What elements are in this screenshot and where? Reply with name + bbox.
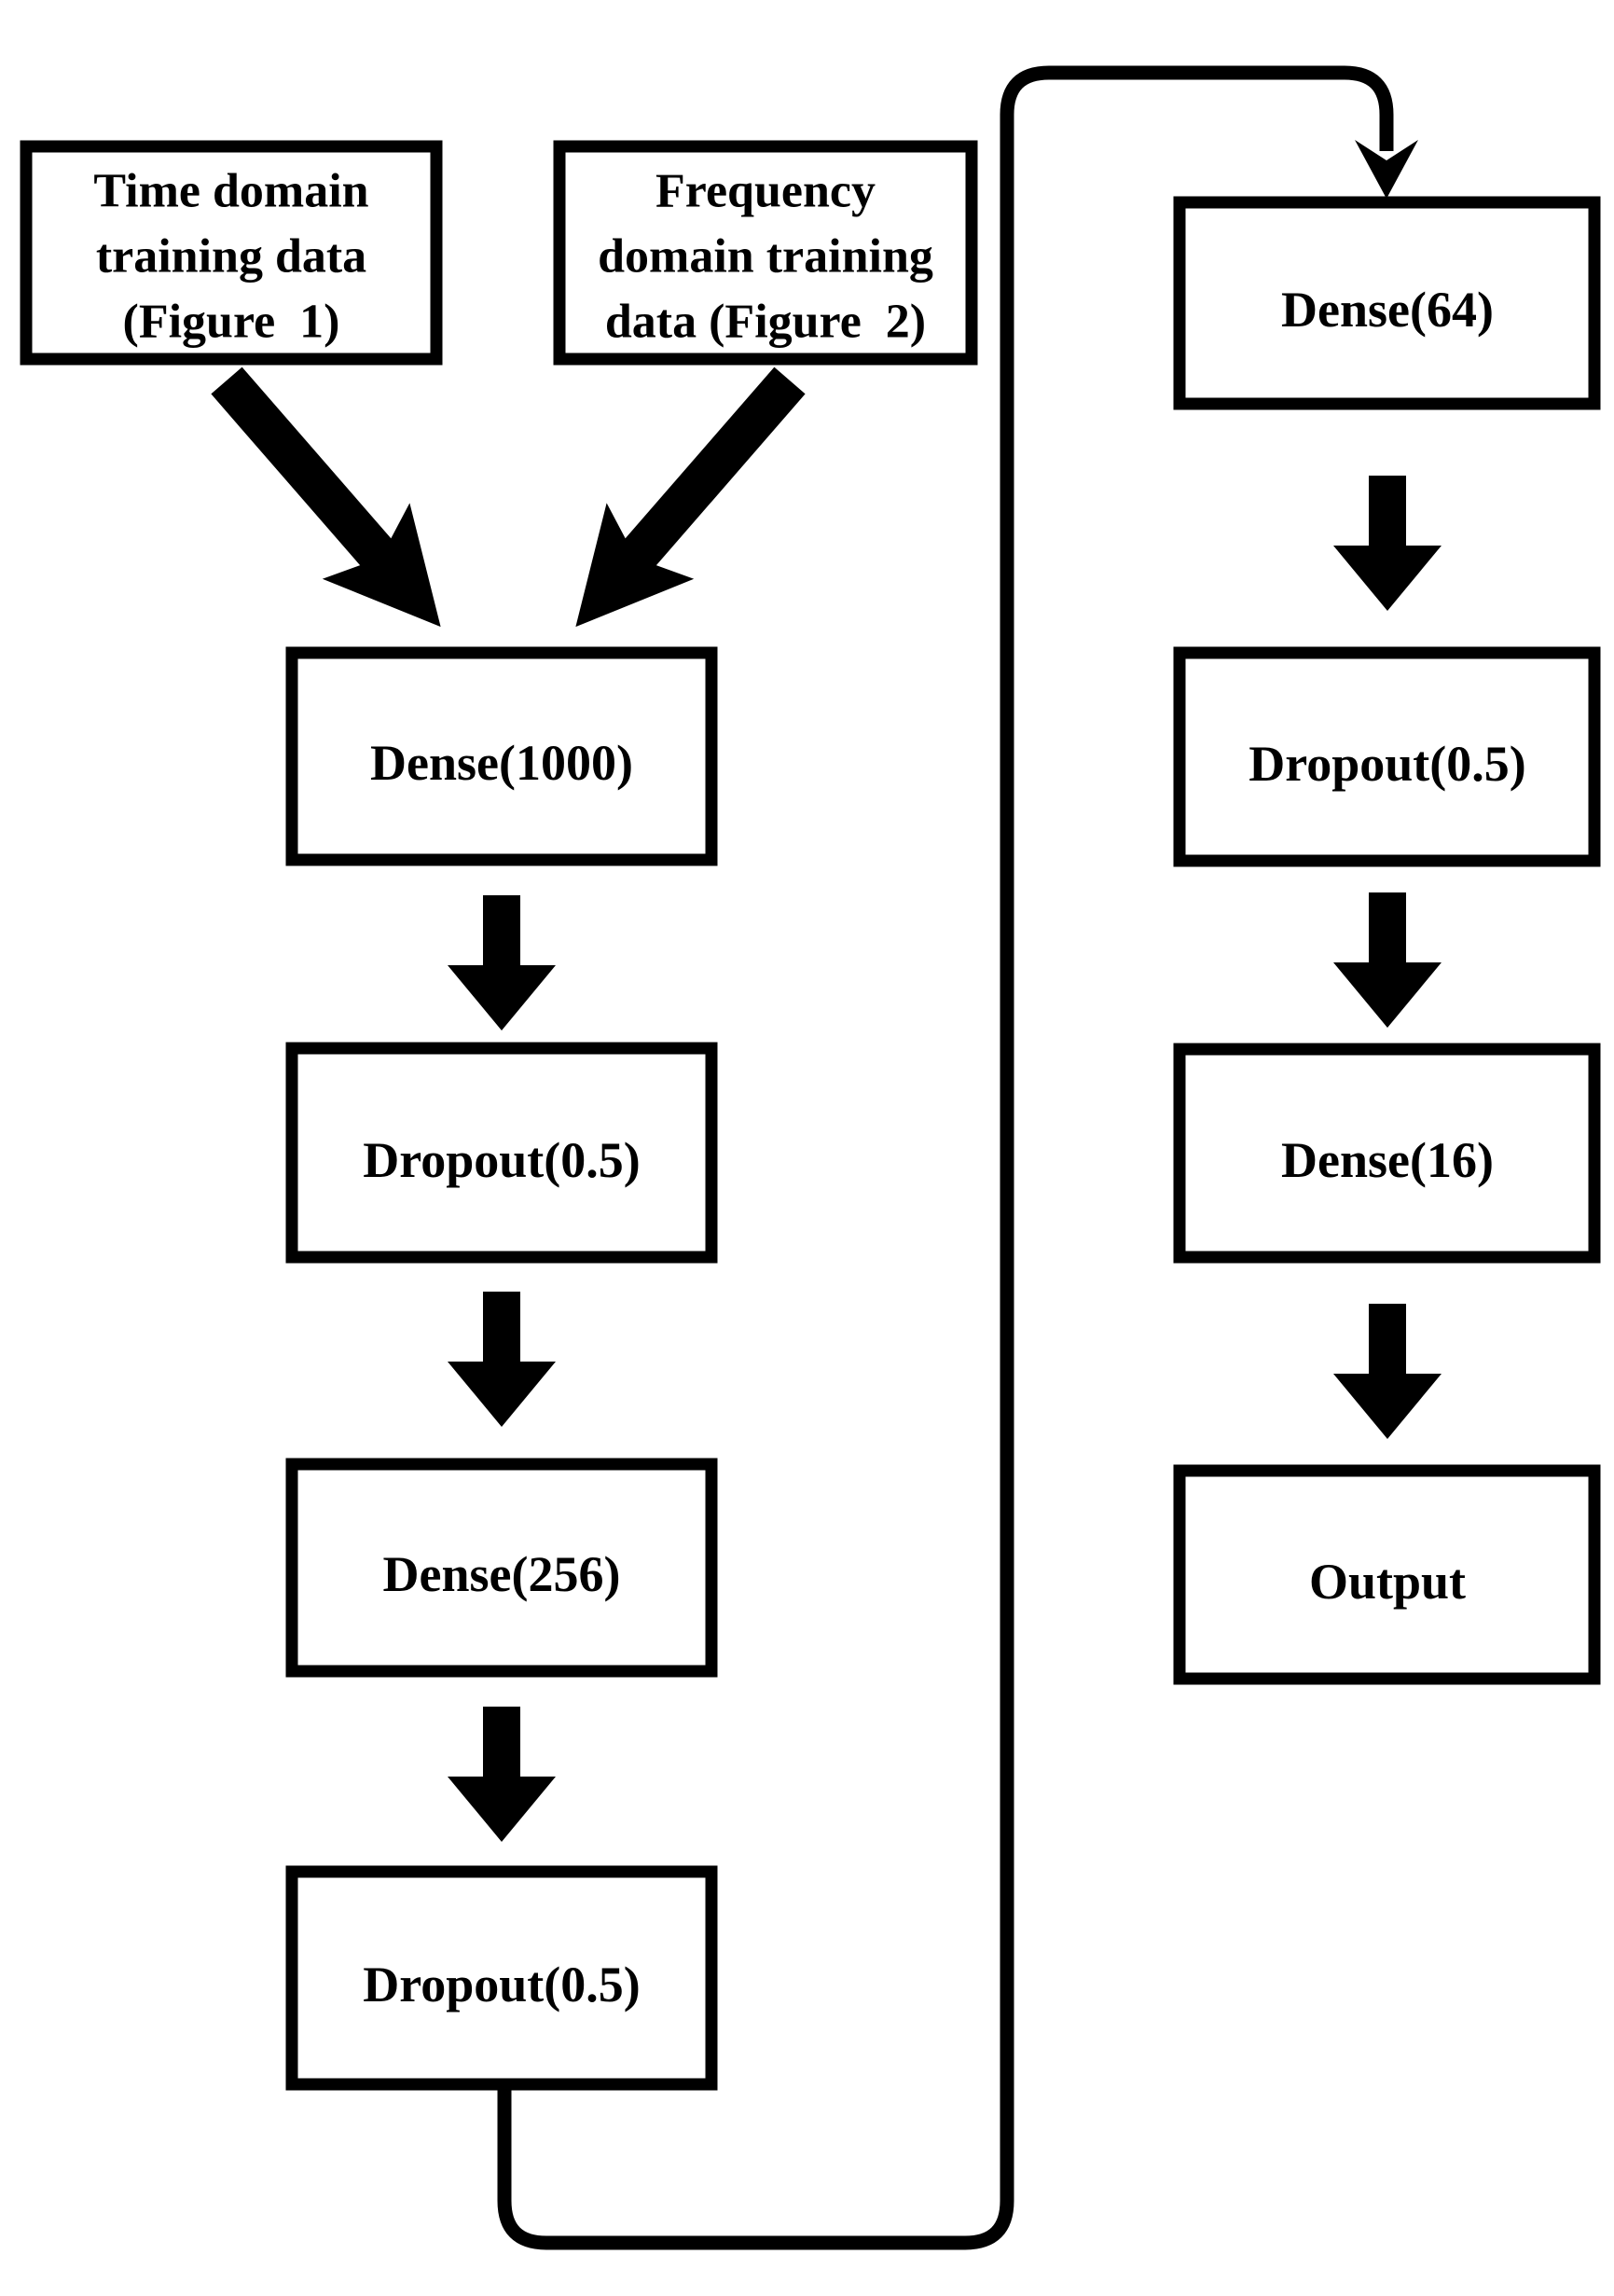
- branch-connector-line: [497, 65, 1394, 2250]
- dense-16-label: Dense(16): [1281, 1132, 1494, 1188]
- input-box-frequency-domain: Frequency domain training data (Figure 2…: [553, 140, 978, 366]
- flow-arrow-dropout1-to-dense256: [448, 1292, 556, 1427]
- time-domain-label-line3: (Figure 1): [123, 296, 340, 349]
- time-domain-label-line2: training data: [96, 230, 366, 284]
- flow-arrow-dense1000-to-dropout1: [448, 895, 556, 1030]
- layer-box-output: Output: [1173, 1464, 1601, 1685]
- output-label: Output: [1309, 1554, 1466, 1610]
- merge-arrow-time-domain: [211, 367, 441, 628]
- time-domain-label-line1: Time domain: [93, 165, 368, 218]
- layer-box-dense-256: Dense(256): [285, 1458, 718, 1678]
- flow-arrow-dropout3-to-dense16: [1333, 892, 1442, 1028]
- input-box-time-domain: Time domain training data (Figure 1): [20, 140, 443, 366]
- merge-arrow-frequency-domain: [575, 367, 806, 628]
- layer-box-dropout-2: Dropout(0.5): [285, 1865, 718, 2091]
- frequency-domain-label-line3: data (Figure 2): [605, 296, 926, 349]
- flow-arrow-dense64-to-dropout3: [1333, 476, 1442, 611]
- flow-arrow-dense256-to-dropout2: [448, 1707, 556, 1842]
- layer-box-dropout-1: Dropout(0.5): [285, 1042, 718, 1264]
- dense-256-label: Dense(256): [383, 1546, 621, 1602]
- layer-box-dense-1000: Dense(1000): [285, 646, 718, 866]
- dropout-2-label: Dropout(0.5): [363, 1957, 641, 2012]
- layer-box-dense-64: Dense(64): [1173, 196, 1601, 410]
- dropout-3-label: Dropout(0.5): [1248, 736, 1526, 792]
- dense-1000-label: Dense(1000): [370, 735, 633, 791]
- layer-box-dense-16: Dense(16): [1173, 1043, 1601, 1264]
- frequency-domain-label-line1: Frequency: [655, 165, 876, 218]
- dense-64-label: Dense(64): [1281, 282, 1494, 338]
- layer-box-dropout-3: Dropout(0.5): [1173, 646, 1601, 867]
- frequency-domain-label-line2: domain training: [598, 230, 933, 284]
- dropout-1-label: Dropout(0.5): [363, 1132, 641, 1188]
- branch-connector-arrowhead: [1355, 140, 1418, 199]
- flow-arrow-dense16-to-output: [1333, 1304, 1442, 1439]
